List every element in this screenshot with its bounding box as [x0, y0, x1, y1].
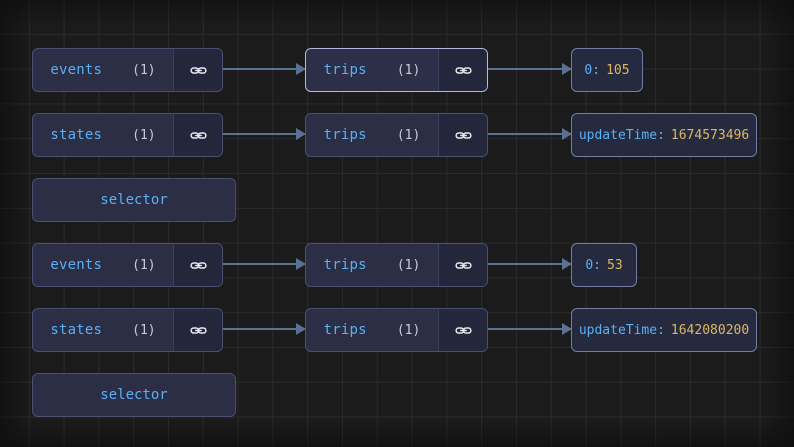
node-link-cell[interactable] — [173, 244, 222, 286]
edge-connector — [488, 328, 571, 330]
graph-node-states[interactable]: states (1) — [32, 308, 223, 352]
leaf-key-label: updateTime: — [578, 322, 665, 338]
link-icon[interactable] — [189, 322, 207, 339]
node-link-cell[interactable] — [438, 244, 487, 286]
leaf-value-label: 105 — [606, 62, 630, 78]
leaf-key-label: updateTime: — [578, 127, 665, 143]
link-icon[interactable] — [454, 62, 472, 79]
selector-label: selector — [100, 387, 168, 403]
node-link-cell[interactable] — [173, 49, 222, 91]
node-name-label: events — [50, 62, 103, 78]
node-count-label: (1) — [132, 257, 156, 273]
edge-connector — [223, 263, 305, 265]
node-link-cell[interactable] — [438, 309, 487, 351]
node-name-label: trips — [323, 322, 367, 338]
node-link-cell[interactable] — [173, 309, 222, 351]
selector-node[interactable]: selector — [32, 373, 236, 417]
node-name-label: states — [50, 127, 103, 143]
link-icon[interactable] — [454, 257, 472, 274]
node-count-label: (1) — [396, 257, 421, 273]
node-name-label: events — [50, 257, 103, 273]
node-link-cell[interactable] — [438, 114, 487, 156]
edge-connector — [488, 133, 571, 135]
node-name-label: states — [50, 322, 103, 338]
leaf-value-label: 1674573496 — [670, 127, 750, 143]
node-count-label: (1) — [132, 127, 156, 143]
edge-connector — [223, 133, 305, 135]
selector-label: selector — [100, 192, 168, 208]
graph-node-trips[interactable]: trips (1) — [305, 243, 488, 287]
node-count-label: (1) — [132, 322, 156, 338]
graph-node-events[interactable]: events (1) — [32, 48, 223, 92]
node-main[interactable]: trips (1) — [306, 309, 438, 351]
node-main[interactable]: states (1) — [33, 309, 173, 351]
leaf-value-node[interactable]: updateTime: 1642080200 — [571, 308, 757, 352]
node-main[interactable]: events (1) — [33, 49, 173, 91]
leaf-key-label: 0: — [585, 257, 601, 273]
graph-node-trips[interactable]: trips (1) — [305, 308, 488, 352]
node-main[interactable]: states (1) — [33, 114, 173, 156]
graph-node-states[interactable]: states (1) — [32, 113, 223, 157]
node-name-label: trips — [323, 257, 367, 273]
edge-connector — [488, 263, 571, 265]
node-count-label: (1) — [396, 322, 421, 338]
node-count-label: (1) — [132, 62, 156, 78]
graph-node-trips[interactable]: trips (1) — [305, 48, 488, 92]
link-icon[interactable] — [454, 127, 472, 144]
selector-node[interactable]: selector — [32, 178, 236, 222]
node-main[interactable]: trips (1) — [306, 114, 438, 156]
graph-node-events[interactable]: events (1) — [32, 243, 223, 287]
graph-node-trips[interactable]: trips (1) — [305, 113, 488, 157]
leaf-key-label: 0: — [584, 62, 601, 78]
link-icon[interactable] — [189, 257, 207, 274]
edge-connector — [488, 68, 571, 70]
node-main[interactable]: trips (1) — [306, 244, 438, 286]
leaf-value-label: 53 — [607, 257, 623, 273]
node-main[interactable]: events (1) — [33, 244, 173, 286]
node-count-label: (1) — [396, 62, 421, 78]
leaf-value-node[interactable]: updateTime: 1674573496 — [571, 113, 757, 157]
edge-connector — [223, 328, 305, 330]
node-link-cell[interactable] — [173, 114, 222, 156]
node-name-label: trips — [323, 62, 367, 78]
leaf-value-label: 1642080200 — [670, 322, 750, 338]
leaf-value-node[interactable]: 0: 105 — [571, 48, 643, 92]
node-name-label: trips — [323, 127, 367, 143]
node-main[interactable]: trips (1) — [306, 49, 438, 91]
node-link-cell[interactable] — [438, 49, 487, 91]
node-count-label: (1) — [396, 127, 421, 143]
link-icon[interactable] — [454, 322, 472, 339]
edge-connector — [223, 68, 305, 70]
link-icon[interactable] — [189, 127, 207, 144]
link-icon[interactable] — [189, 62, 207, 79]
leaf-value-node[interactable]: 0: 53 — [571, 243, 637, 287]
